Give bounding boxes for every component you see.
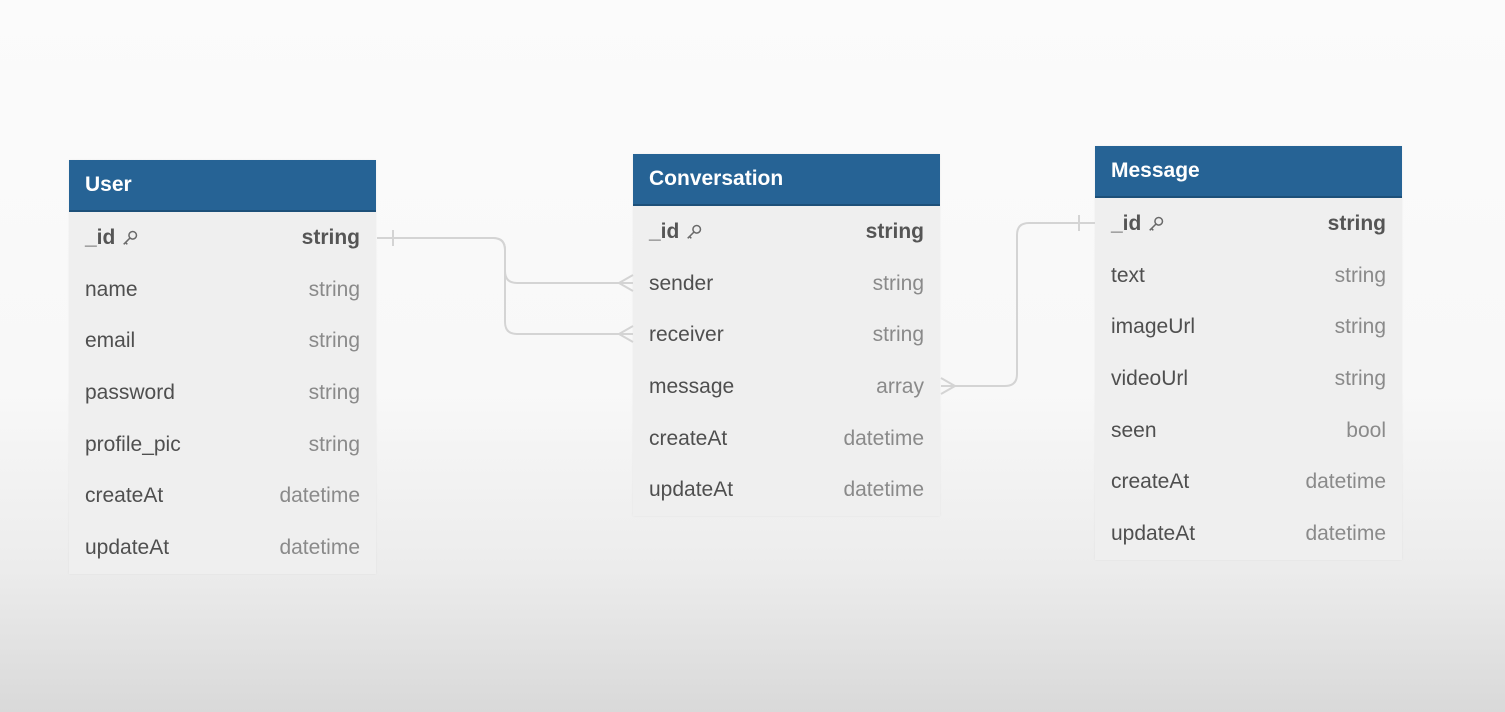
table-conversation[interactable]: Conversation _id string sender string re… — [633, 154, 940, 517]
field-type: array — [876, 374, 924, 398]
field-row-message-videourl[interactable]: videoUrl string — [1095, 353, 1402, 405]
field-name: message — [649, 374, 735, 398]
field-type: datetime — [843, 426, 924, 450]
field-row-message-text[interactable]: text string — [1095, 250, 1402, 302]
field-type: string — [308, 432, 360, 456]
field-type: string — [1327, 211, 1386, 235]
field-row-user-createat[interactable]: createAt datetime — [69, 470, 376, 522]
table-header-conversation[interactable]: Conversation — [633, 154, 940, 206]
field-type: string — [308, 329, 360, 353]
field-name: imageUrl — [1111, 315, 1196, 339]
field-row-message-seen[interactable]: seen bool — [1095, 405, 1402, 457]
many-marker-message — [940, 377, 958, 395]
field-name: _id — [85, 225, 116, 249]
field-name: email — [85, 329, 136, 353]
field-name: receiver — [649, 323, 724, 347]
field-type: string — [308, 380, 360, 404]
table-message[interactable]: Message _id string text string imageUrl … — [1095, 146, 1402, 560]
field-name: updateAt — [649, 478, 734, 502]
field-row-user-profile-pic[interactable]: profile_pic string — [69, 419, 376, 471]
field-name: _id — [1111, 211, 1142, 235]
field-row-conversation-id[interactable]: _id string — [633, 206, 940, 258]
field-type: string — [1334, 263, 1386, 287]
field-type: string — [865, 219, 924, 243]
table-header-message[interactable]: Message — [1095, 146, 1402, 198]
field-name: sender — [649, 271, 714, 295]
field-row-user-email[interactable]: email string — [69, 315, 376, 367]
field-name: _id — [649, 219, 680, 243]
many-marker-sender — [616, 274, 634, 292]
field-type: datetime — [1305, 470, 1386, 494]
field-name: createAt — [1111, 470, 1190, 494]
field-name: password — [85, 380, 175, 404]
field-row-conversation-receiver[interactable]: receiver string — [633, 309, 940, 361]
field-name: profile_pic — [85, 432, 181, 456]
key-icon — [123, 230, 138, 245]
field-name: updateAt — [85, 535, 170, 559]
field-type: string — [1334, 366, 1386, 390]
field-name: text — [1111, 263, 1145, 287]
table-user[interactable]: User _id string name string email string… — [69, 160, 376, 574]
table-header-user[interactable]: User — [69, 160, 376, 212]
field-type: datetime — [279, 535, 360, 559]
field-type: string — [872, 271, 924, 295]
field-type: datetime — [279, 484, 360, 508]
field-name: name — [85, 277, 138, 301]
field-row-conversation-sender[interactable]: sender string — [633, 258, 940, 310]
key-icon — [1149, 216, 1164, 231]
field-name: updateAt — [1111, 521, 1196, 545]
field-type: string — [872, 323, 924, 347]
field-name: createAt — [85, 484, 164, 508]
field-row-user-id[interactable]: _id string — [69, 212, 376, 264]
field-name: videoUrl — [1111, 366, 1189, 390]
field-row-user-password[interactable]: password string — [69, 367, 376, 419]
field-name: seen — [1111, 418, 1157, 442]
many-marker-receiver — [616, 325, 634, 343]
field-row-message-imageurl[interactable]: imageUrl string — [1095, 301, 1402, 353]
field-row-user-name[interactable]: name string — [69, 264, 376, 316]
field-type: datetime — [1305, 521, 1386, 545]
field-type: bool — [1346, 418, 1386, 442]
relation-user-conversation-receiver — [377, 237, 633, 335]
field-row-message-updateat[interactable]: updateAt datetime — [1095, 508, 1402, 560]
field-name: createAt — [649, 426, 728, 450]
field-type: string — [1334, 315, 1386, 339]
relation-conversation-message — [941, 222, 1095, 387]
field-row-user-updateat[interactable]: updateAt datetime — [69, 522, 376, 574]
field-row-conversation-createat[interactable]: createAt datetime — [633, 413, 940, 465]
key-icon — [687, 224, 702, 239]
field-type: datetime — [843, 478, 924, 502]
field-row-message-createat[interactable]: createAt datetime — [1095, 456, 1402, 508]
field-type: string — [308, 277, 360, 301]
field-row-message-id[interactable]: _id string — [1095, 198, 1402, 250]
field-row-conversation-message[interactable]: message array — [633, 361, 940, 413]
field-row-conversation-updateat[interactable]: updateAt datetime — [633, 464, 940, 516]
relation-user-conversation-sender — [377, 237, 633, 284]
field-type: string — [301, 225, 360, 249]
